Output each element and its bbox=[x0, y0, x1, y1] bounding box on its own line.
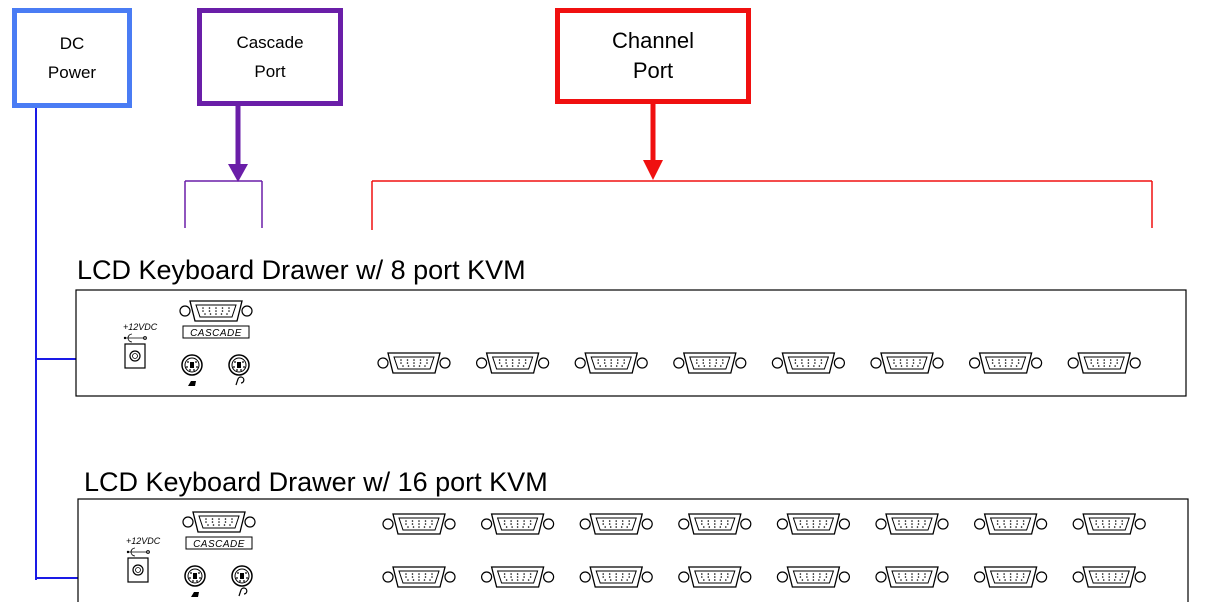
cascade-port: CASCADE bbox=[182, 511, 256, 550]
dc-power-jack: +12VDC bbox=[126, 536, 161, 583]
power-label: +12VDC bbox=[123, 322, 158, 332]
cascade-label: CASCADE bbox=[193, 539, 245, 550]
cascade-callout bbox=[184, 106, 263, 228]
ps2-mouse-port bbox=[231, 565, 253, 597]
panel-outline bbox=[75, 289, 1187, 397]
channel-vga-port bbox=[678, 566, 752, 588]
channel-vga-port bbox=[973, 513, 1048, 535]
channel-vga-port bbox=[1067, 352, 1141, 374]
keyboard-icon bbox=[191, 592, 199, 597]
cascade-port-label: Cascade Port bbox=[197, 8, 343, 106]
cascade-vga-port bbox=[182, 511, 256, 533]
ps2-mouse-port bbox=[228, 354, 250, 386]
channel-vga-port bbox=[875, 566, 949, 588]
channel-vga-port bbox=[579, 566, 653, 588]
channel-vga-port bbox=[574, 352, 648, 374]
mouse-icon bbox=[235, 376, 245, 386]
channel-vga-port bbox=[481, 566, 555, 588]
kvm-panel-16-port: CASCADE +12VDC bbox=[77, 498, 1189, 602]
channel-vga-port bbox=[481, 513, 555, 535]
channel-vga-port bbox=[673, 352, 747, 374]
dc-power-label: DC Power bbox=[12, 8, 132, 108]
channel-vga-port bbox=[968, 352, 1043, 374]
ps2-keyboard-port bbox=[184, 565, 206, 597]
channel-vga-port bbox=[776, 566, 851, 588]
keyboard-icon bbox=[188, 381, 196, 386]
cascade-vga-port bbox=[179, 300, 253, 322]
channel-vga-port bbox=[476, 352, 550, 374]
mouse-icon bbox=[238, 587, 248, 597]
channel-vga-port bbox=[870, 352, 944, 374]
ps2-keyboard-port bbox=[181, 354, 203, 386]
cascade-label: CASCADE bbox=[190, 328, 242, 339]
channel-vga-port bbox=[382, 513, 456, 535]
channel-vga-port bbox=[1072, 513, 1146, 535]
channel-port-label: Channel Port bbox=[555, 8, 751, 104]
channel-vga-port bbox=[579, 513, 653, 535]
channel-vga-port bbox=[973, 566, 1048, 588]
channel-vga-port bbox=[377, 352, 451, 374]
power-label: +12VDC bbox=[126, 536, 161, 546]
channel-vga-port bbox=[771, 352, 846, 374]
channel-callout bbox=[371, 104, 1153, 230]
channel-vga-port bbox=[382, 566, 456, 588]
kvm-panel-8-port: CASCADE +12VDC bbox=[75, 289, 1187, 397]
channel-vga-port bbox=[875, 513, 949, 535]
dc-power-jack: +12VDC bbox=[123, 322, 158, 369]
cascade-port: CASCADE bbox=[179, 300, 253, 339]
panel-title-16-port: LCD Keyboard Drawer w/ 16 port KVM bbox=[84, 467, 548, 497]
channel-vga-port bbox=[1072, 566, 1146, 588]
panel-title-8-port: LCD Keyboard Drawer w/ 8 port KVM bbox=[77, 255, 526, 285]
channel-vga-port bbox=[776, 513, 851, 535]
channel-vga-port bbox=[678, 513, 752, 535]
